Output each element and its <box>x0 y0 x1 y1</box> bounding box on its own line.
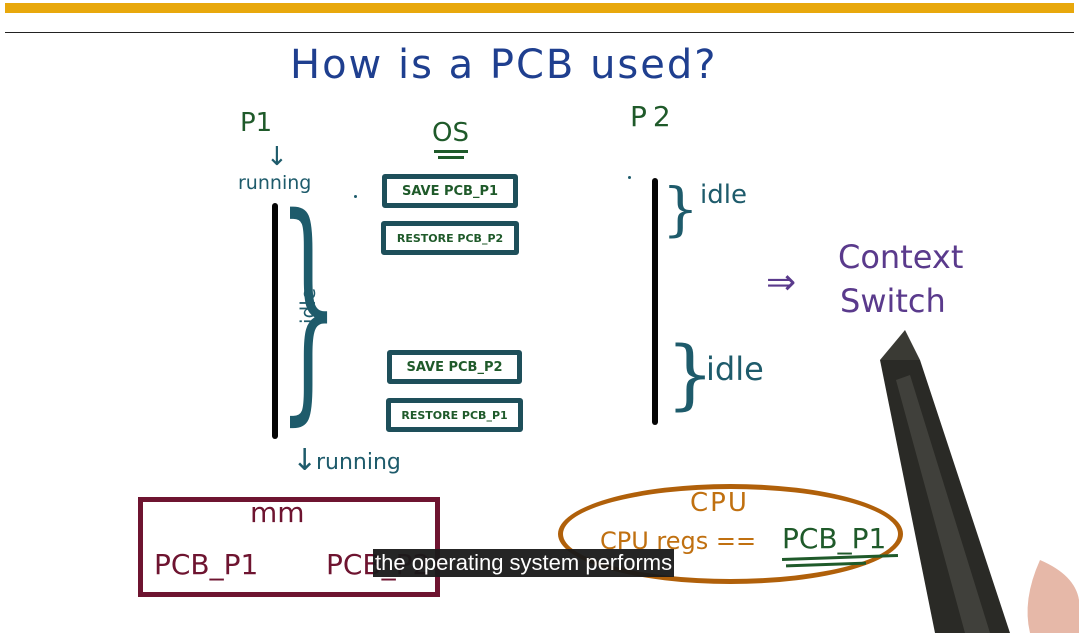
context-switch-line2: Switch <box>840 282 946 320</box>
os-underline-2 <box>438 156 464 159</box>
video-caption: the operating system performs <box>373 549 675 577</box>
main-memory-box <box>138 497 440 597</box>
p1-running-top: running <box>238 172 312 194</box>
p1-down-arrow-bottom: ↓ <box>292 443 318 478</box>
p2-idle-brace-bottom: } <box>666 329 715 418</box>
p2-idle-brace-top: } <box>662 175 699 243</box>
os-restore-pcb-p1-box: RESTORE PCB_P1 <box>386 398 523 432</box>
ink-dot <box>628 176 631 179</box>
p1-down-arrow: ↓ <box>266 142 288 172</box>
diagram-title: How is a PCB used? <box>290 42 718 88</box>
os-label: OS <box>432 118 469 148</box>
os-save-pcb-p1-box: SAVE PCB_P1 <box>382 174 518 208</box>
ink-dot <box>354 195 357 198</box>
cpu-ellipse <box>558 484 903 584</box>
cpu-label: CPU <box>690 488 749 518</box>
top-accent-bar <box>5 3 1074 13</box>
p2-idle-label-bottom: idle <box>706 350 764 388</box>
process-p1-label: P1 <box>240 108 273 138</box>
memory-pcb-p1: PCB_P1 <box>154 548 259 581</box>
os-underline <box>434 150 468 153</box>
p2-timeline <box>652 178 658 425</box>
p1-idle-brace: } <box>278 166 340 446</box>
p1-running-bottom: running <box>316 450 401 475</box>
top-divider <box>5 32 1074 33</box>
p1-timeline <box>272 203 278 439</box>
os-save-pcb-p2-box: SAVE PCB_P2 <box>387 350 522 384</box>
p2-idle-label-top: idle <box>700 180 747 210</box>
context-switch-line1: Context <box>838 238 964 276</box>
process-p2-label: P2 <box>630 100 677 133</box>
os-restore-pcb-p2-box: RESTORE PCB_P2 <box>381 221 519 255</box>
main-memory-label: mm <box>250 496 305 529</box>
cpu-regs-value: PCB_P1 <box>782 522 887 555</box>
context-switch-arrow: ⇒ <box>766 262 797 303</box>
